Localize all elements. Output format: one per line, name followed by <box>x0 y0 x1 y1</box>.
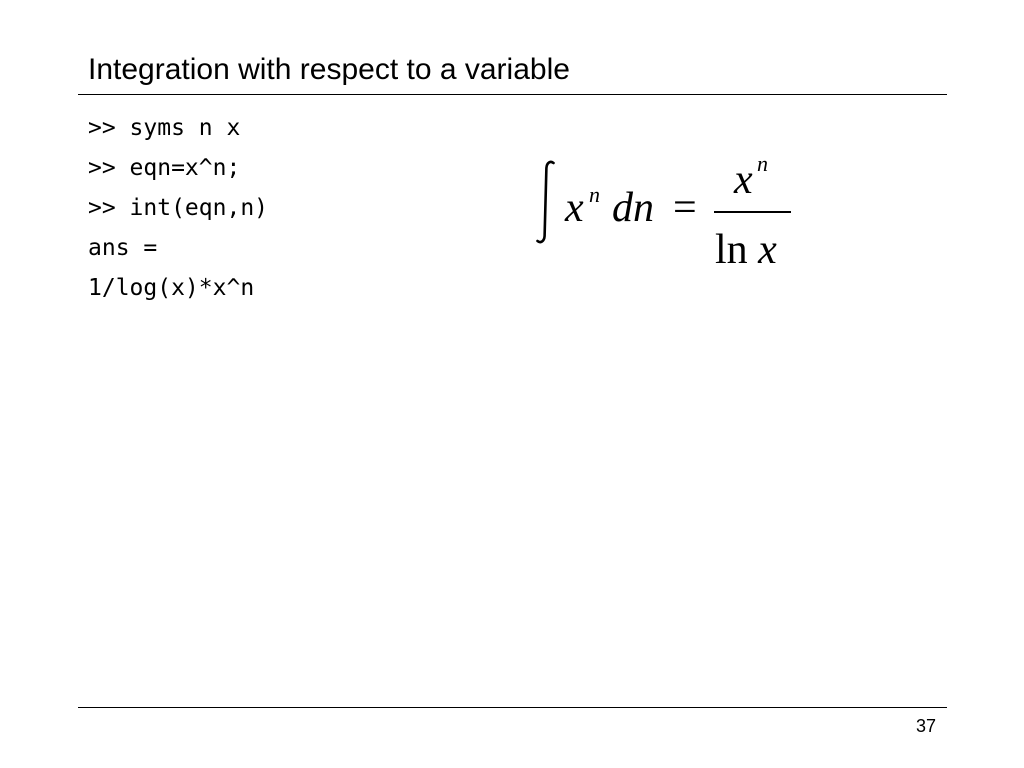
title-divider <box>78 94 947 95</box>
formula-numerator-base: x <box>734 157 753 203</box>
formula-denominator-function: ln <box>715 227 748 273</box>
formula-differential: dn <box>612 185 654 231</box>
formula-denominator-variable: x <box>758 227 777 273</box>
integral-formula: x n dn = x n ln x <box>532 145 802 275</box>
slide-title: Integration with respect to a variable <box>88 53 570 86</box>
code-line-ans: ans = <box>88 235 158 261</box>
code-line-result: 1/log(x)*x^n <box>88 275 255 301</box>
footer-divider <box>78 707 947 708</box>
formula-equals: = <box>673 185 697 231</box>
formula-base: x <box>565 185 584 231</box>
formula-exponent: n <box>589 182 600 207</box>
code-line-eqn: >> eqn=x^n; <box>88 155 241 181</box>
matlab-code-block: >> syms n x >> eqn=x^n; >> int(eqn,n) an… <box>88 108 268 308</box>
formula-numerator-exponent: n <box>757 151 768 176</box>
page-number: 37 <box>915 716 936 736</box>
code-line-syms: >> syms n x <box>88 115 241 141</box>
formula-denominator: ln x <box>715 225 777 275</box>
integral-sign-icon <box>536 160 555 244</box>
fraction-bar <box>714 211 791 213</box>
code-line-int: >> int(eqn,n) <box>88 195 269 221</box>
